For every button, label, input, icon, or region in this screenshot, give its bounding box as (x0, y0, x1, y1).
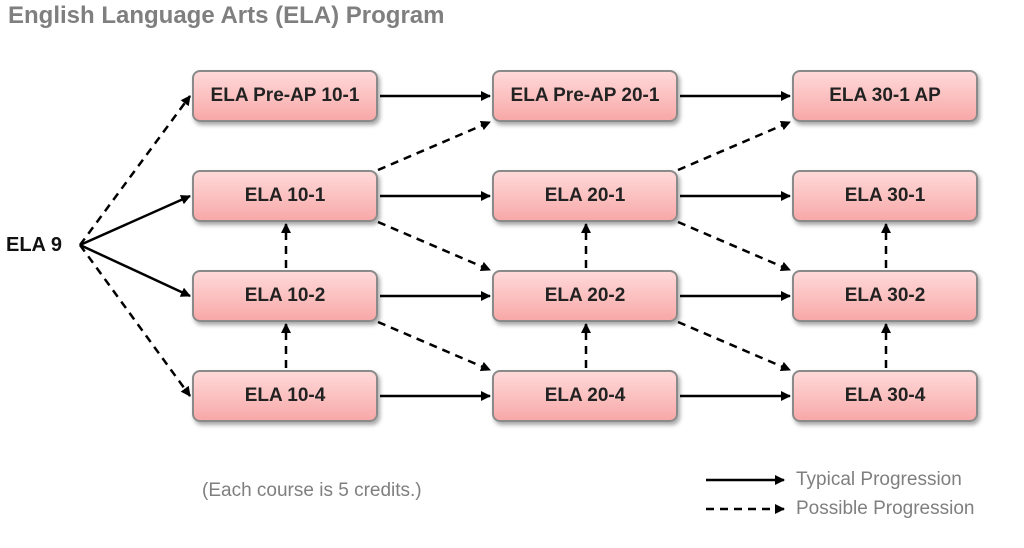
arrow-possible (377, 220, 491, 272)
arrow-possible (677, 320, 791, 372)
course-box: ELA 20-1 (492, 170, 678, 222)
course-box: ELA 20-4 (492, 370, 678, 422)
course-box: ELA 30-4 (792, 370, 978, 422)
course-box: ELA 30-1 (792, 170, 978, 222)
course-box: ELA Pre-AP 10-1 (192, 70, 378, 122)
legend-possible-label: Possible Progression (796, 498, 975, 519)
course-box: ELA 30-2 (792, 270, 978, 322)
credits-note: (Each course is 5 credits.) (202, 480, 422, 501)
course-box: ELA 10-2 (192, 270, 378, 322)
page-title: English Language Arts (ELA) Program (8, 2, 445, 29)
arrow-possible (78, 95, 192, 246)
course-box: ELA 20-2 (492, 270, 678, 322)
course-box: ELA 10-1 (192, 170, 378, 222)
course-box: ELA 10-4 (192, 370, 378, 422)
arrow-possible (78, 244, 192, 397)
arrow-typical (79, 243, 191, 298)
arrow-possible (677, 220, 791, 272)
arrow-possible (377, 120, 491, 172)
course-box: ELA Pre-AP 20-1 (492, 70, 678, 122)
course-box: ELA 30-1 AP (792, 70, 978, 122)
start-course: ELA 9 (6, 234, 62, 256)
arrow-possible (377, 320, 491, 372)
legend-typical-label: Typical Progression (796, 469, 962, 490)
arrow-typical (79, 194, 191, 247)
arrow-possible (677, 120, 791, 172)
